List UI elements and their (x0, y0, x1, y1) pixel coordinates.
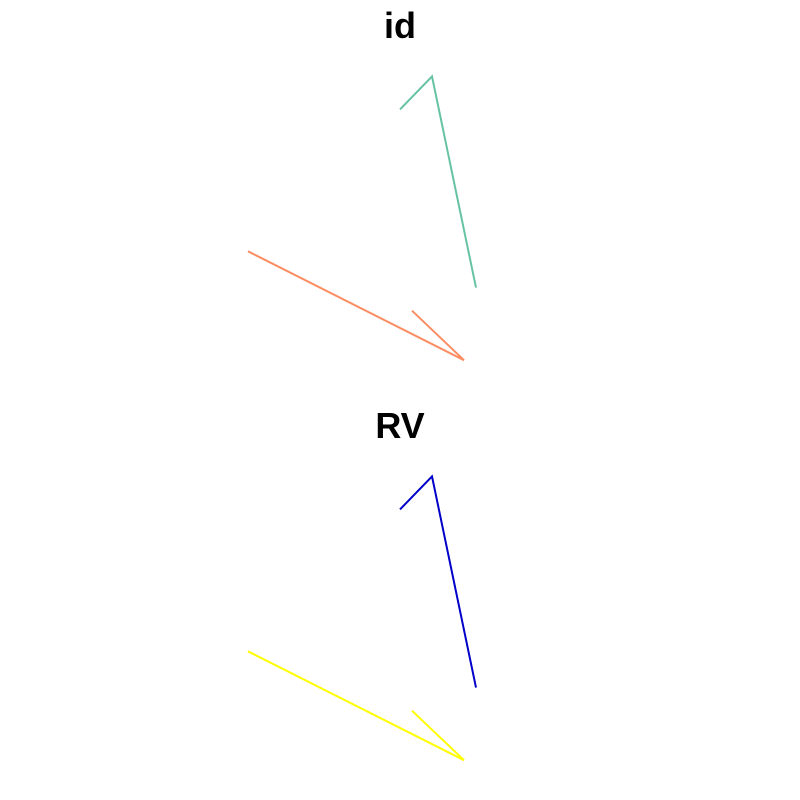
panel-id: id (247, 5, 477, 362)
plot-area-rv (247, 474, 477, 762)
plot-area-id (247, 74, 477, 362)
series-line-id-1 (399, 74, 477, 288)
series-line-rv-2 (247, 650, 465, 762)
panel-title-id: id (384, 5, 416, 46)
series-line-id-2 (247, 250, 465, 362)
series-line-rv-1 (399, 474, 477, 688)
panel-title-rv: RV (375, 405, 424, 446)
panel-rv: RV (247, 405, 477, 762)
